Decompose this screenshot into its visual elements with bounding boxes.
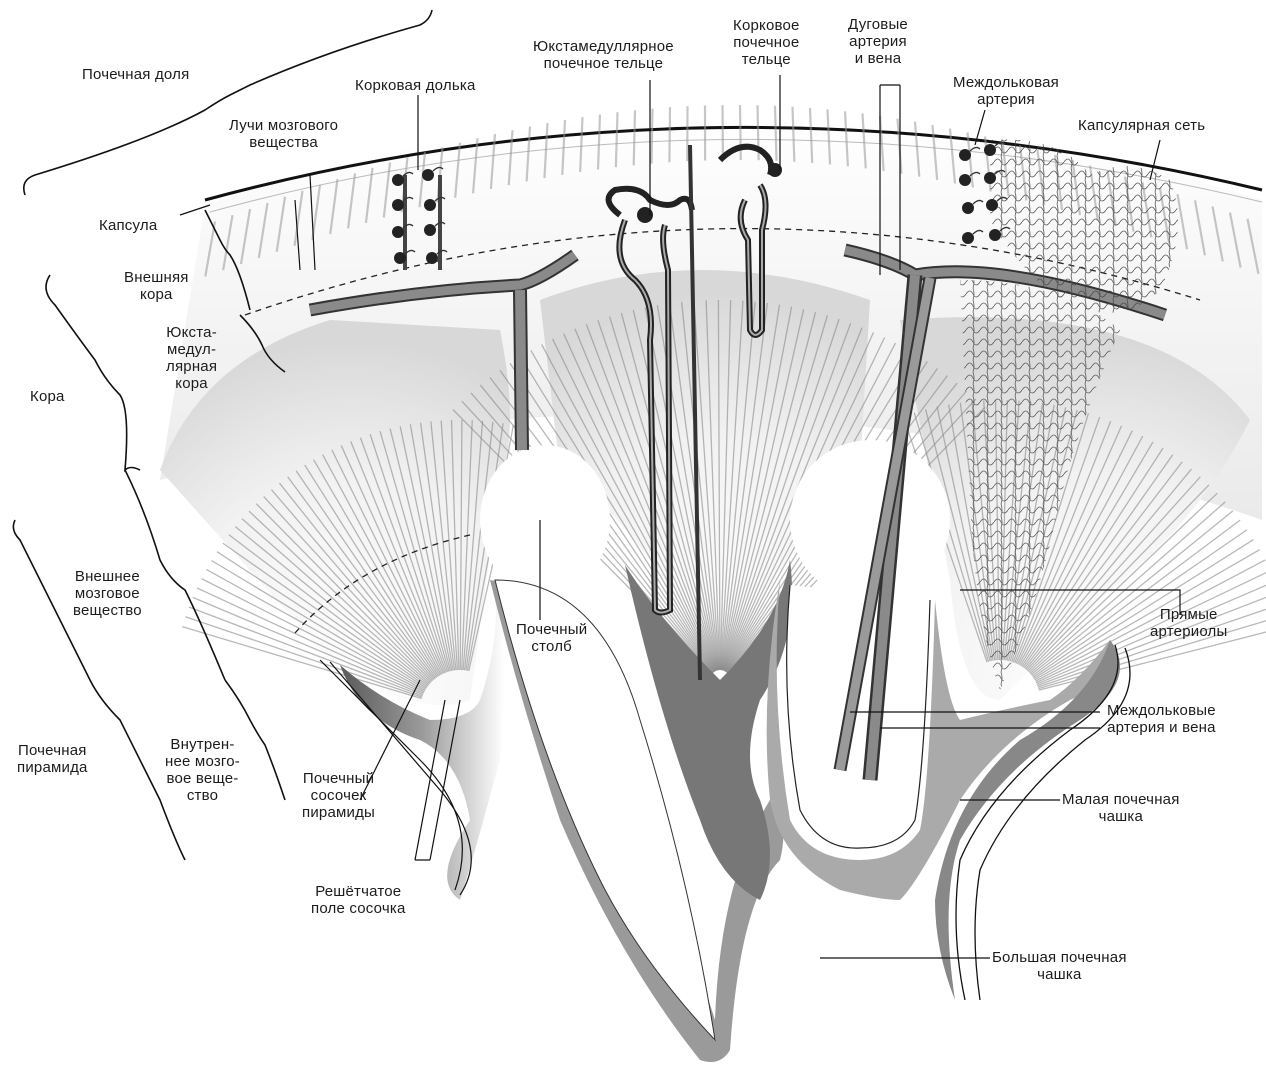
glomerulus	[422, 169, 434, 181]
label-arcuate-vessels: Дуговые артерия и вена	[848, 16, 908, 67]
glomerulus	[392, 226, 404, 238]
label-renal-papilla: Почечный сосочек пирамиды	[302, 770, 375, 821]
label-interlobular-artery: Междольковая артерия	[953, 74, 1059, 108]
glomerulus	[394, 252, 406, 264]
label-outer-cortex: Внешняя кора	[124, 269, 189, 303]
label-renal-lobe: Почечная доля	[82, 66, 189, 83]
label-outer-medulla: Внешнее мозговое вещество	[73, 568, 142, 619]
label-interlobar-vessels: Междольковые артерия и вена	[1107, 702, 1216, 736]
ray-streak	[669, 107, 670, 162]
label-cortex: Кора	[30, 388, 65, 405]
glomerulus	[962, 202, 974, 214]
glomerulus	[986, 199, 998, 211]
glomerulus	[959, 149, 971, 161]
glomerulus	[962, 232, 974, 244]
label-juxtamedullary-corpuscle: Юкстамедуллярное почечное тельце	[533, 38, 674, 72]
glomerulus	[426, 252, 438, 264]
glomerulus	[392, 199, 404, 211]
cortex-bracket	[46, 275, 140, 470]
glomerulus	[984, 144, 996, 156]
label-cortical-corpuscle: Корковое почечное тельце	[733, 17, 800, 68]
ray-streak	[775, 106, 777, 161]
label-minor-calyx: Малая почечная чашка	[1062, 791, 1180, 825]
ray-streak	[652, 109, 653, 164]
label-capsule: Капсула	[99, 217, 157, 234]
label-renal-column: Почечный столб	[516, 621, 587, 655]
label-capsular-network: Капсулярная сеть	[1078, 117, 1205, 134]
glomerulus	[989, 229, 1001, 241]
label-major-calyx: Большая почечная чашка	[992, 949, 1127, 983]
ray-streak	[634, 110, 635, 165]
glomerulus	[424, 199, 436, 211]
glomerulus	[392, 174, 404, 186]
label-area-cribrosa: Решётчатое поле сосочка	[311, 883, 406, 917]
glomerulus	[984, 172, 996, 184]
label-medullary-rays: Лучи мозгового вещества	[229, 117, 338, 151]
glomerulus	[959, 174, 971, 186]
ray-streak	[740, 105, 741, 160]
label-juxtamedullary-cortex: Юкста- медул- лярная кора	[166, 324, 217, 392]
label-renal-pyramid: Почечная пирамида	[17, 742, 88, 776]
label-inner-medulla: Внутрен- нее мозго- вое веще- ство	[165, 736, 240, 804]
label-cortical-lobule: Корковая долька	[355, 77, 476, 94]
glomerulus	[424, 224, 436, 236]
label-vasa-recta: Прямые артериолы	[1150, 606, 1227, 640]
